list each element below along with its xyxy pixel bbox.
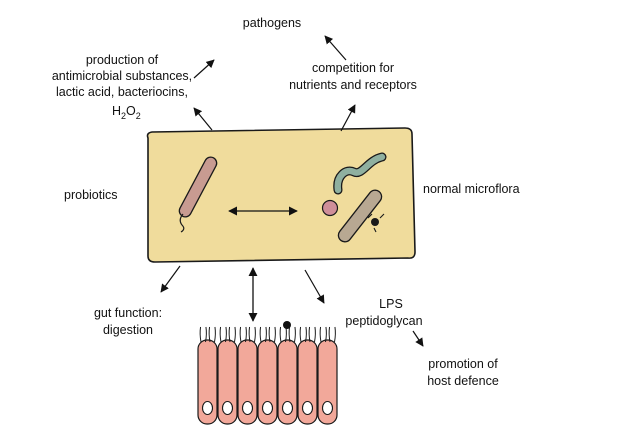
label-peptidoglycan: peptidoglycan: [345, 314, 422, 328]
epithelial-cell: [217, 326, 238, 425]
label-promotion-2: host defence: [427, 374, 499, 388]
epithelial-cell: [237, 326, 258, 425]
flora-rod-icon: [337, 189, 385, 243]
arrow-competition: [340, 104, 356, 132]
label-production-1: production of: [86, 53, 159, 67]
label-production-2: antimicrobial substances,: [52, 69, 192, 83]
arrow-to-pathogens-left: [193, 59, 215, 79]
lps-particle-icon: [283, 321, 291, 329]
label-lps: LPS: [379, 297, 403, 311]
label-competition-1: competition for: [312, 61, 394, 75]
label-production-3: lactic acid, bacteriocins,: [56, 85, 188, 99]
label-promotion-1: promotion of: [428, 357, 498, 371]
epithelial-cell: [277, 326, 298, 425]
label-probiotics: probiotics: [64, 188, 118, 202]
coccus-icon: [321, 199, 339, 217]
arrow-production: [193, 107, 213, 131]
arrow-gut-function: [160, 265, 181, 293]
label-competition-2: nutrients and receptors: [289, 78, 417, 92]
label-normal-microflora: normal microflora: [423, 182, 520, 196]
label-gut-function-2: digestion: [103, 323, 153, 337]
arrow-lps: [304, 269, 325, 304]
epithelial-cells-icon: [197, 321, 338, 425]
arrow-host-defence: [412, 330, 424, 347]
label-h2o2: H2O2: [112, 104, 141, 121]
arrow-to-pathogens-right: [324, 35, 347, 61]
label-gut-function-1: gut function:: [94, 306, 162, 320]
spiral-bacterium-icon: [333, 152, 387, 195]
probiotic-rod-icon: [178, 156, 218, 233]
epithelial-cell: [197, 326, 218, 425]
epithelial-cell: [317, 326, 338, 425]
epithelial-cell: [297, 326, 318, 425]
label-pathogens: pathogens: [243, 16, 301, 30]
epithelial-cell: [257, 326, 278, 425]
